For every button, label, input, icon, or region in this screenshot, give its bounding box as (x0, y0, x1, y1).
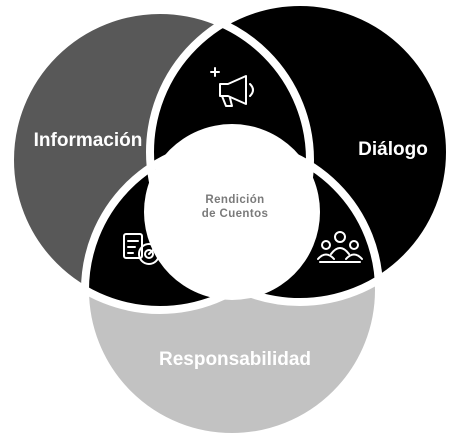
label-responsabilidad: Responsabilidad (159, 349, 311, 370)
label-informacion: Información (34, 130, 143, 151)
center-circle (144, 124, 320, 300)
center-label-line1: Rendición (205, 194, 264, 206)
megaphone-icon (210, 67, 254, 107)
target-checklist-icon (123, 233, 166, 265)
label-dialogo: Diálogo (358, 139, 428, 160)
center-label-line2: de Cuentos (202, 208, 269, 220)
team-icon (317, 231, 363, 263)
